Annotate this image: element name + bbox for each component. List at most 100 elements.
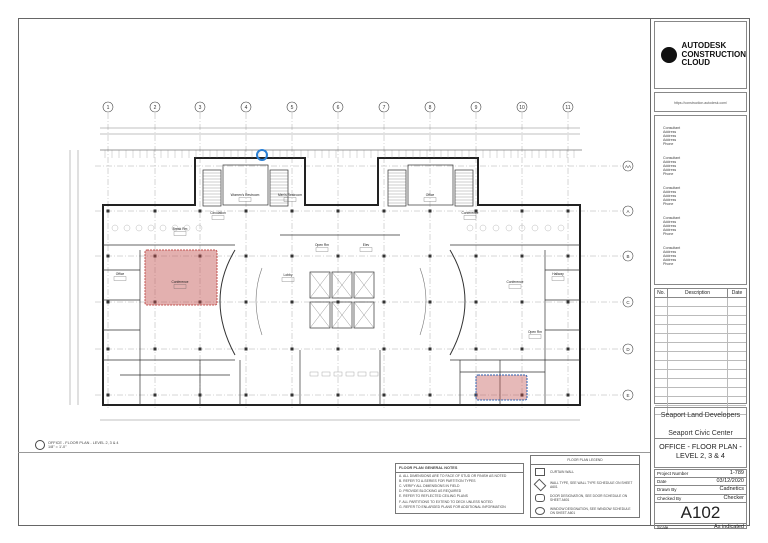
- structural-column: [520, 209, 524, 213]
- elevator: [309, 271, 331, 299]
- room-tag: [359, 247, 373, 252]
- grid-bubble: [622, 250, 634, 262]
- grid-label: 1: [107, 105, 110, 111]
- revision-row: [655, 352, 746, 361]
- consultant: Consultant Address Address Address Phone: [663, 216, 681, 236]
- sheet-date: 03/12/2020: [716, 478, 744, 485]
- drawn-by: Cadnetics: [719, 486, 744, 493]
- markup-cloud[interactable]: [475, 374, 528, 401]
- room-tag: [113, 276, 127, 281]
- general-note: C. VERIFY ALL DIMENSIONS IN FIELD: [399, 483, 460, 488]
- consultant: Consultant Address Address Address Phone: [663, 126, 681, 146]
- consultants: Consultant Address Address Address Phone…: [654, 115, 747, 285]
- revision-row: [655, 325, 746, 334]
- structural-column: [336, 254, 340, 258]
- structural-column: [244, 209, 248, 213]
- grid-label: D: [626, 347, 630, 352]
- room-label: Conference: [506, 280, 523, 284]
- revision-row: [655, 397, 746, 406]
- structural-column: [198, 393, 202, 397]
- revision-row: [655, 316, 746, 325]
- structural-column: [290, 347, 294, 351]
- sheet-scale: As indicated: [714, 523, 744, 530]
- consultant: Consultant Address Address Address Phone: [663, 246, 681, 266]
- structural-column: [382, 300, 386, 304]
- grid-bubble: [240, 101, 252, 113]
- revision-row: [655, 343, 746, 352]
- notes-divider: [18, 452, 650, 453]
- structural-column: [428, 254, 432, 258]
- structural-column: [474, 347, 478, 351]
- grid-label: C: [626, 300, 630, 305]
- table: [135, 224, 143, 232]
- structural-column: [428, 347, 432, 351]
- desk: [357, 371, 367, 377]
- structural-column: [520, 393, 524, 397]
- structural-column: [566, 347, 570, 351]
- room-label: Open Rm: [315, 243, 329, 247]
- grid-bubble: [622, 296, 634, 308]
- legend-item: WALL TYPE, SEE WALL TYPE SCHEDULE ON SHE…: [531, 478, 639, 491]
- project-name: Seaport Civic Center: [668, 430, 733, 437]
- grid-bubble: [194, 101, 206, 113]
- room-tag: [173, 231, 187, 236]
- structural-column: [474, 209, 478, 213]
- general-note: G. REFER TO ENLARGED PLANS FOR ADDITIONA…: [399, 504, 506, 509]
- structural-column: [428, 393, 432, 397]
- markup-cloud[interactable]: [144, 249, 218, 306]
- grid-bubble: [470, 101, 482, 113]
- structural-column: [336, 347, 340, 351]
- elevator: [353, 271, 375, 299]
- grid-label: 11: [565, 105, 570, 111]
- structural-column: [198, 347, 202, 351]
- room-label: Break Rm: [173, 227, 188, 231]
- table: [111, 224, 119, 232]
- table: [544, 224, 552, 232]
- structural-column: [198, 254, 202, 258]
- structural-column: [290, 254, 294, 258]
- structural-column: [520, 254, 524, 258]
- consultant: Consultant Address Address Address Phone: [663, 156, 681, 176]
- table: [505, 224, 513, 232]
- structural-column: [382, 347, 386, 351]
- room-tag: [238, 197, 252, 202]
- general-notes: FLOOR PLAN GENERAL NOTES A. ALL DIMENSIO…: [395, 463, 524, 514]
- revision-description-header: Description: [668, 289, 728, 297]
- revision-row: [655, 361, 746, 370]
- room-tag: [315, 247, 329, 252]
- room-tag: [528, 334, 542, 339]
- grid-bubble: [622, 205, 634, 217]
- markup-circle[interactable]: [256, 149, 268, 161]
- structural-column: [336, 300, 340, 304]
- grid-label: 3: [199, 105, 202, 111]
- elevator: [353, 301, 375, 329]
- structural-column: [290, 393, 294, 397]
- room-tag: [423, 197, 437, 202]
- room-label: Men's Restroom: [278, 193, 302, 197]
- room-tag: [463, 215, 477, 220]
- grid-label: 4: [245, 105, 248, 111]
- grid-label: 6: [337, 105, 340, 111]
- revision-no-header: No.: [655, 289, 668, 297]
- elevator-x: [309, 271, 331, 299]
- grid-bubble: [378, 101, 390, 113]
- general-note: A. ALL DIMENSIONS ARE TO FACE OF STUD OR…: [399, 473, 507, 478]
- structural-column: [336, 209, 340, 213]
- structural-column: [106, 393, 110, 397]
- structural-column: [106, 254, 110, 258]
- structural-column: [244, 393, 248, 397]
- structural-column: [566, 209, 570, 213]
- revision-row: [655, 334, 746, 343]
- revision-row: [655, 298, 746, 307]
- grid-bubble: [332, 101, 344, 113]
- checked-by: Checker: [723, 494, 744, 501]
- general-notes-title: FLOOR PLAN GENERAL NOTES: [396, 464, 523, 473]
- room-label: Lobby: [284, 273, 293, 277]
- legend-symbol-icon: [535, 467, 545, 476]
- structural-column: [566, 254, 570, 258]
- table: [531, 224, 539, 232]
